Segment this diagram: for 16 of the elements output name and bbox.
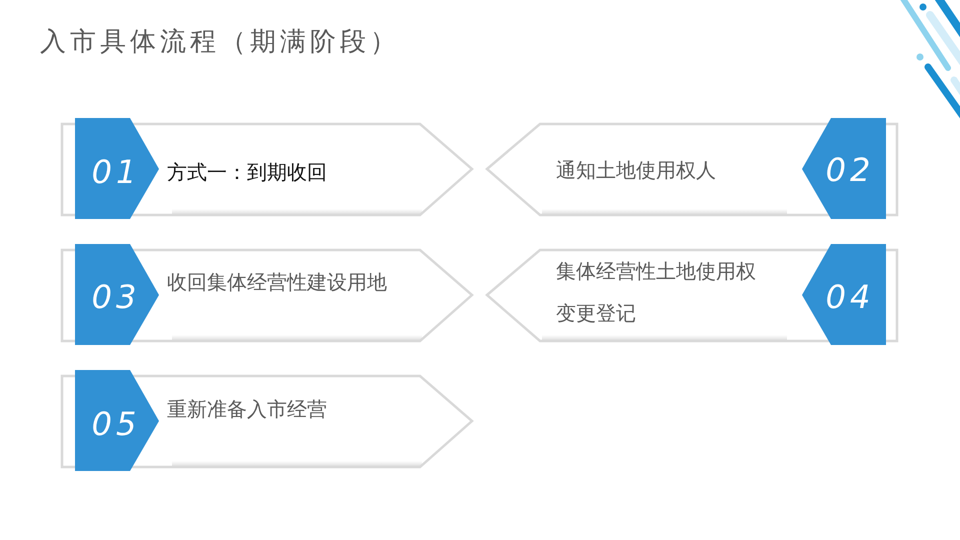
arrow-card (62, 370, 473, 472)
step-text: 通知土地使用权人 (556, 157, 716, 183)
arrow-card (487, 118, 898, 220)
arrow-card (62, 244, 473, 346)
step-number: 02 (826, 152, 874, 188)
page-title: 入市具体流程（期满阶段） (40, 26, 400, 59)
step-text: 集体经营性土地使用权变更登记 (556, 258, 757, 327)
step-text: 方式一：到期收回 (167, 159, 327, 185)
arrow-card (487, 244, 898, 346)
step-text: 重新准备入市经营 (167, 396, 327, 422)
step-number: 01 (92, 154, 140, 190)
step-number: 04 (826, 279, 874, 315)
arrow-card (62, 118, 473, 220)
step-text: 收回集体经营性建设用地 (167, 269, 387, 295)
step-number: 03 (92, 279, 140, 315)
step-number: 05 (92, 406, 140, 442)
